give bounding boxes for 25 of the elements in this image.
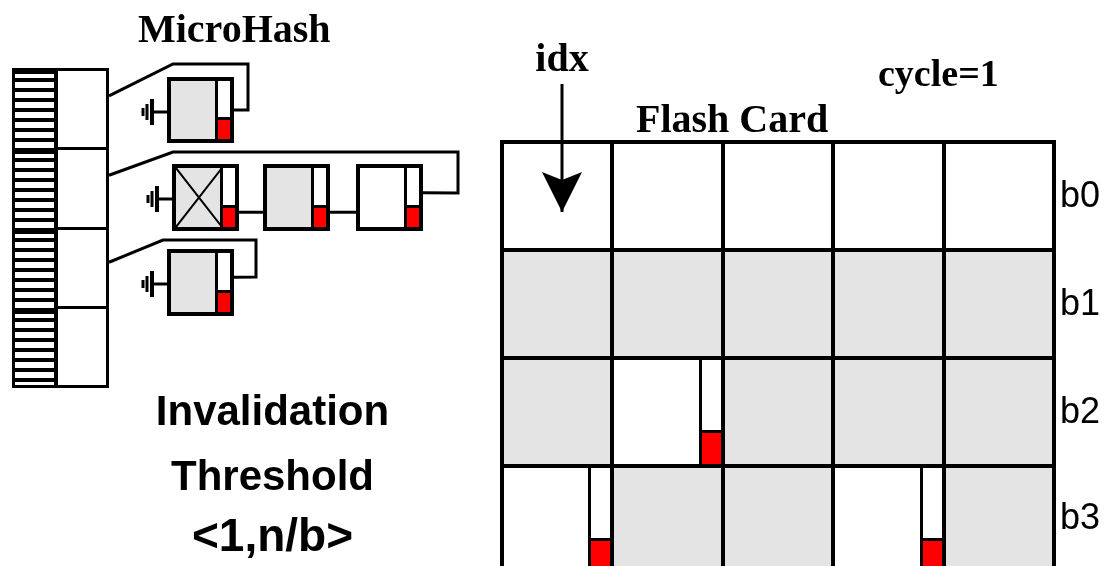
invalid-page-box	[172, 164, 239, 231]
heading-label: cycle=1	[878, 52, 999, 96]
heading-label: Flash Card	[636, 96, 829, 142]
directory-bucket	[55, 68, 109, 150]
directory-bucket	[55, 306, 109, 388]
connector-line	[108, 62, 250, 112]
connector-line	[108, 150, 460, 195]
row-label: b1	[1060, 282, 1101, 324]
connector-line	[330, 210, 356, 214]
directory-bucket	[55, 227, 109, 309]
threshold-label: Invalidation Threshold	[154, 386, 391, 502]
page-box	[167, 77, 234, 143]
page-box	[356, 164, 423, 231]
row-label: b0	[1060, 174, 1101, 216]
heading-label: MicroHash	[138, 6, 331, 52]
row-label: b3	[1060, 496, 1101, 538]
connector-line	[239, 210, 263, 214]
arrow	[542, 84, 582, 212]
page-box	[167, 249, 234, 316]
connector-line	[108, 238, 258, 279]
threshold-label: <1,n/b>	[190, 508, 355, 563]
row-label: b2	[1060, 390, 1101, 432]
index-label: idx	[522, 38, 602, 78]
page-box	[263, 164, 330, 231]
directory-bucket	[55, 147, 109, 230]
